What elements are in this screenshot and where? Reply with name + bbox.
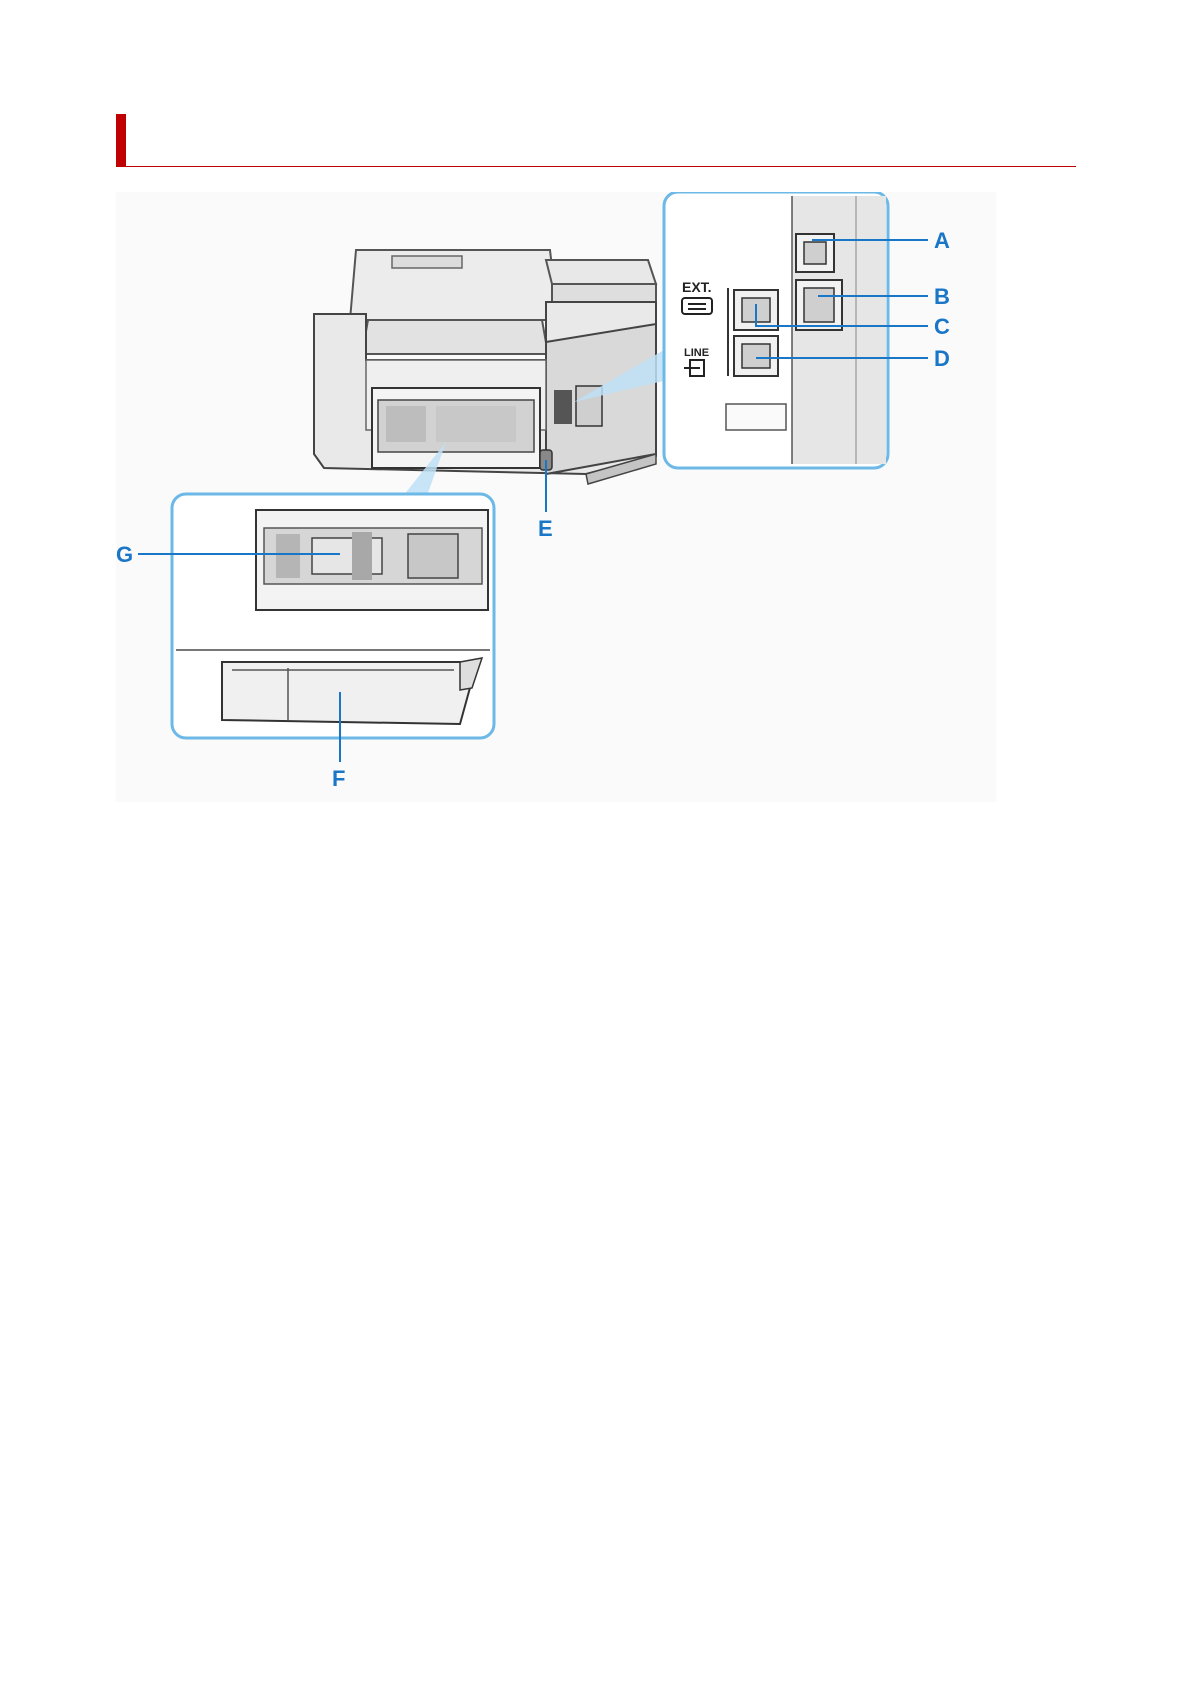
line-port-label: LINE bbox=[684, 347, 709, 359]
rear-unit-zoom-panel bbox=[172, 494, 494, 738]
ext-port-label: EXT. bbox=[682, 279, 712, 295]
callout-a: A bbox=[934, 228, 950, 253]
printer-rear-view-figure: EXT. LINE bbox=[116, 192, 996, 802]
printer-illustration: EXT. LINE bbox=[116, 192, 996, 802]
heading-underline bbox=[116, 166, 1076, 167]
ports-zoom-panel: EXT. LINE bbox=[664, 192, 888, 468]
callout-c: C bbox=[934, 314, 950, 339]
callout-f: F bbox=[332, 766, 345, 791]
callout-g: G bbox=[116, 542, 133, 567]
callout-e: E bbox=[538, 516, 553, 541]
printer-body bbox=[314, 250, 656, 484]
callout-d: D bbox=[934, 346, 950, 371]
heading-accent-bar bbox=[116, 114, 126, 167]
callout-b: B bbox=[934, 284, 950, 309]
